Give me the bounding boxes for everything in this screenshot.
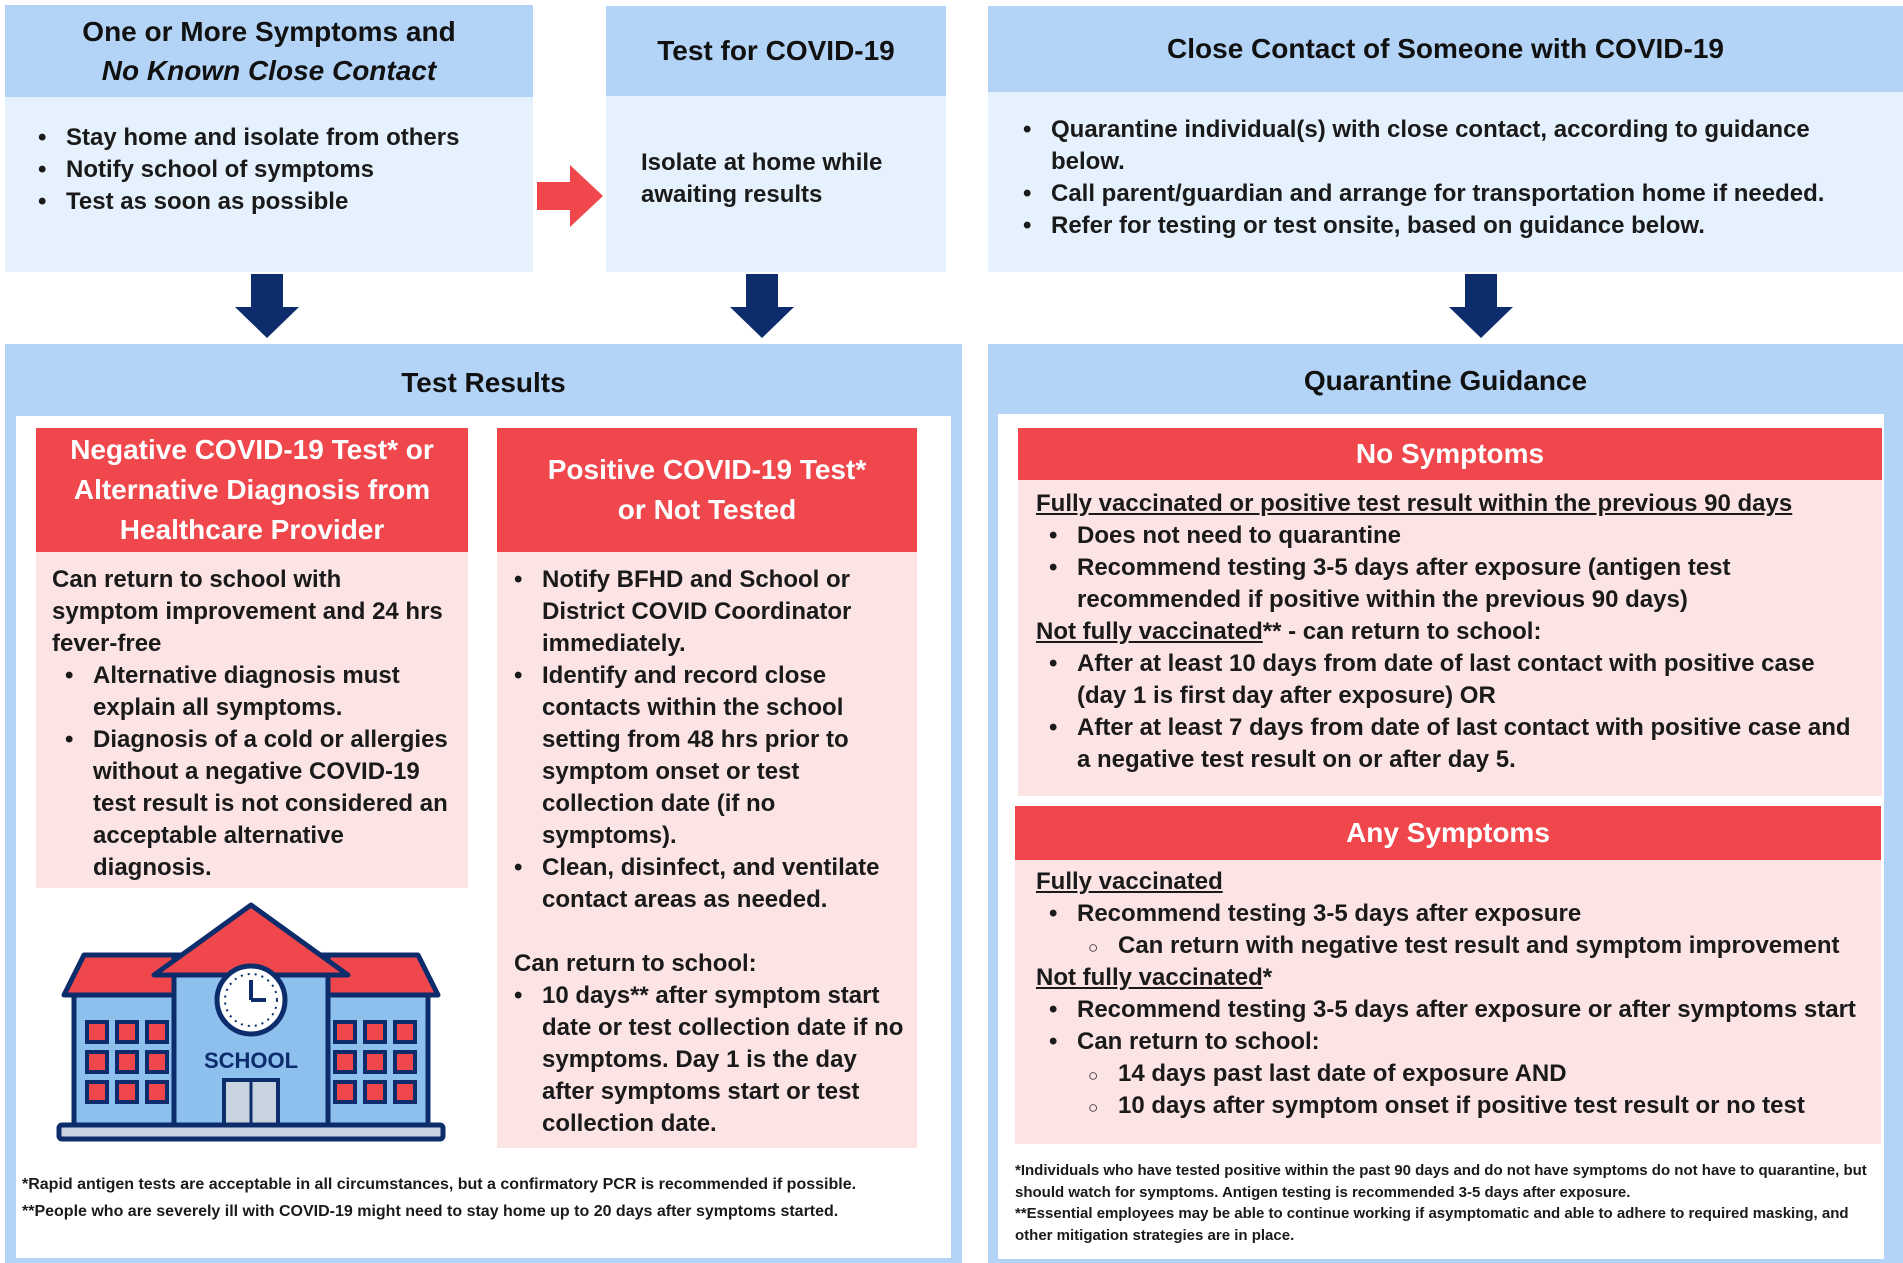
quarantine-header: Quarantine Guidance (988, 350, 1903, 412)
list-item: Recommend testing 3-5 days after exposur… (1036, 898, 1861, 930)
list-item: Stay home and isolate from others (25, 122, 533, 154)
footnote: **Essential employees may be able to con… (1015, 1205, 1849, 1244)
negative-result-body: Can return to school with symptom improv… (36, 552, 468, 888)
footnote: *Individuals who have tested positive wi… (1015, 1162, 1867, 1201)
negative-header-line: Healthcare Provider (119, 514, 385, 545)
test-results-title: Test Results (401, 367, 566, 398)
close-contact-box-title: Close Contact of Someone with COVID-19 (1167, 33, 1724, 64)
list-item: Can return to school: (1036, 1026, 1861, 1058)
symptoms-box-body: Stay home and isolate from others Notify… (5, 97, 533, 272)
list-subitem: Can return with negative test result and… (1036, 930, 1861, 964)
any-symptoms-body: Fully vaccinated Recommend testing 3-5 d… (1015, 860, 1881, 1144)
positive-return-label: Can return to school: (514, 950, 757, 977)
list-item: Notify school of symptoms (25, 154, 533, 186)
no-symptoms-header: No Symptoms (1018, 428, 1882, 480)
list-item: Test as soon as possible (25, 186, 533, 218)
quarantine-footnotes: *Individuals who have tested positive wi… (1015, 1160, 1877, 1246)
list-subitem: 14 days past last date of exposure AND (1036, 1058, 1861, 1092)
negative-header-line: Alternative Diagnosis from (73, 474, 431, 505)
any-symptoms-title: Any Symptoms (1346, 817, 1550, 848)
any-symptoms-group2-label: Not fully vaccinated (1036, 964, 1263, 991)
positive-header-line: or Not Tested (617, 494, 797, 525)
any-symptoms-group1-label: Fully vaccinated (1036, 868, 1223, 895)
school-building-illustration: SCHOOL (56, 902, 446, 1142)
no-symptoms-body: Fully vaccinated or positive test result… (1018, 480, 1882, 796)
list-item: Refer for testing or test onsite, based … (1010, 210, 1883, 242)
list-item: Notify BFHD and School or District COVID… (501, 564, 911, 660)
test-box-header: Test for COVID-19 (606, 6, 946, 96)
close-contact-box-body: Quarantine individual(s) with close cont… (988, 92, 1903, 272)
any-symptoms-header: Any Symptoms (1015, 806, 1881, 860)
list-item: Recommend testing 3-5 days after exposur… (1036, 994, 1861, 1026)
list-item: Diagnosis of a cold or allergies without… (52, 724, 450, 884)
arrow-down-icon (235, 274, 299, 338)
test-results-footnotes: *Rapid antigen tests are acceptable in a… (22, 1174, 947, 1223)
list-item: Clean, disinfect, and ventilate contact … (501, 852, 911, 916)
test-results-header: Test Results (5, 350, 962, 416)
symptoms-box-title-line2: No Known Close Contact (101, 55, 437, 86)
list-item: After at least 10 days from date of last… (1036, 648, 1862, 712)
test-box-title: Test for COVID-19 (657, 35, 895, 66)
positive-header-line: Positive COVID-19 Test* (547, 454, 867, 485)
list-subitem: 10 days after symptom onset if positive … (1036, 1090, 1861, 1124)
arrow-right-icon (537, 165, 603, 227)
positive-result-body: Notify BFHD and School or District COVID… (497, 552, 917, 1148)
school-sign-text: SCHOOL (204, 1048, 298, 1073)
positive-result-header: Positive COVID-19 Test* or Not Tested (497, 428, 917, 552)
list-item: Does not need to quarantine (1036, 520, 1862, 552)
no-symptoms-group2-label-row: Not fully vaccinated** - can return to s… (1036, 616, 1862, 648)
no-symptoms-group1-label: Fully vaccinated or positive test result… (1036, 490, 1793, 517)
symptoms-box-header: One or More Symptoms and No Known Close … (5, 5, 533, 97)
negative-header-line: Negative COVID-19 Test* or (70, 434, 434, 465)
negative-intro: Can return to school with symptom improv… (52, 566, 443, 657)
footnote: *Rapid antigen tests are acceptable in a… (22, 1176, 857, 1193)
list-item: 10 days** after symptom start date or te… (501, 980, 911, 1140)
close-contact-box-header: Close Contact of Someone with COVID-19 (988, 6, 1903, 92)
no-symptoms-group2-label: Not fully vaccinated (1036, 618, 1263, 645)
test-box-body: Isolate at home while awaiting results (606, 96, 946, 272)
arrow-down-icon (730, 274, 794, 338)
no-symptoms-title: No Symptoms (1355, 438, 1545, 469)
list-item: Call parent/guardian and arrange for tra… (1010, 178, 1883, 210)
test-box-text-line1: Isolate at home while (641, 149, 883, 176)
footnote: **People who are severely ill with COVID… (22, 1203, 839, 1220)
list-item: Quarantine individual(s) with close cont… (1010, 114, 1883, 178)
no-symptoms-group2-suffix: ** - can return to school: (1262, 618, 1542, 645)
symptoms-box-title-line1: One or More Symptoms and (82, 16, 456, 47)
test-box-text-line2: awaiting results (641, 181, 823, 208)
arrow-down-icon (1449, 274, 1513, 338)
negative-result-header: Negative COVID-19 Test* or Alternative D… (36, 428, 468, 552)
any-symptoms-group2-label-row: Not fully vaccinated* (1036, 962, 1861, 994)
list-item: Alternative diagnosis must explain all s… (52, 660, 450, 724)
list-item: Identify and record close contacts withi… (501, 660, 911, 852)
list-item: After at least 7 days from date of last … (1036, 712, 1862, 776)
any-symptoms-group2-suffix: * (1262, 964, 1273, 991)
quarantine-title: Quarantine Guidance (1303, 365, 1588, 396)
list-item: Recommend testing 3-5 days after exposur… (1036, 552, 1862, 616)
